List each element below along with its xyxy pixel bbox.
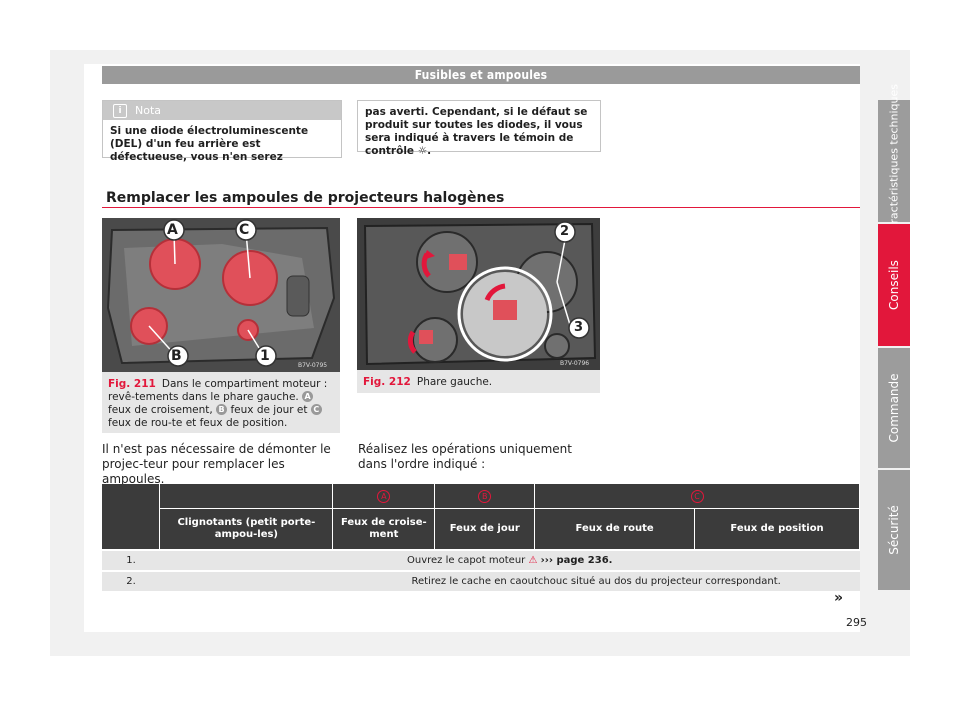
page-number: 295 [846, 616, 867, 629]
image-code: B7V-0795 [298, 362, 328, 369]
side-tab-technical[interactable]: Caractéristiques techniques [878, 84, 910, 238]
body-paragraph-right: Réalisez les opérations uniquement dans … [358, 442, 572, 471]
body-paragraph-left: Il n'est pas nécessaire de démonter le p… [102, 442, 331, 486]
operations-table: A B C Clignotants (petit porte-ampou-les… [102, 484, 860, 591]
table-header-letters: A B C [102, 484, 860, 550]
callout-label-c: C [239, 222, 250, 238]
caption-text: feux de rou-te et feux de position. [108, 417, 288, 429]
table-corner-cell [102, 484, 161, 550]
callout-label-2: 2 [560, 224, 570, 239]
caption-text: Phare gauche. [416, 376, 493, 388]
headlight-bulb-photo: 2 3 B7V-0796 [357, 218, 600, 370]
callout-badge-a: A [302, 391, 314, 402]
column-header: Clignotants (petit porte-ampou-les) [159, 508, 334, 550]
table-row: 1. Ouvrez le capot moteur ⚠ ››› page 236… [102, 549, 860, 571]
headlight-illustration [102, 218, 340, 372]
note-title: Nota [135, 104, 162, 117]
step-number: 1. [102, 549, 160, 571]
column-group-c: C [690, 489, 704, 503]
headlight-rear-photo: A C B 1 B7V-0795 [102, 218, 340, 372]
note-text: Si une diode électroluminescente (DEL) d… [110, 125, 309, 163]
note-box: i Nota Si une diode électroluminescente … [102, 100, 342, 163]
column-group-a: A [377, 489, 391, 503]
figure-number: Fig. 212 [363, 376, 411, 388]
callout-label-a: A [167, 222, 178, 238]
caption-text: Dans le compartiment moteur : revê-temen… [108, 378, 328, 403]
side-tab-securite[interactable]: Sécurité [878, 470, 910, 590]
page-header: Fusibles et ampoules [102, 66, 860, 84]
column-header: Feux de route [534, 508, 696, 550]
callout-label-b: B [171, 348, 182, 364]
column-header: Feux de croise-ment [332, 508, 436, 550]
continue-arrow-icon: » [834, 590, 844, 606]
caption-text: feux de croisement, [108, 404, 213, 416]
column-header: Feux de jour [434, 508, 536, 550]
side-tab-commande[interactable]: Commande [878, 348, 910, 468]
step-number: 2. [102, 570, 160, 591]
side-tab-conseils[interactable]: Conseils [878, 224, 910, 346]
bulb-illustration [357, 218, 600, 370]
image-code: B7V-0796 [560, 360, 590, 367]
column-header: Feux de position [694, 508, 860, 550]
figure-number: Fig. 211 [108, 378, 156, 390]
warning-icon: ⚠ [528, 555, 538, 566]
note-header: i Nota [103, 101, 341, 120]
table-header-labels: Clignotants (petit porte-ampou-les) Feux… [102, 508, 860, 550]
figure-212-caption: Fig. 212 Phare gauche. [357, 370, 600, 393]
callout-label-1: 1 [260, 348, 270, 364]
page-reference-link[interactable]: ››› page 236. [540, 555, 613, 566]
callout-label-3: 3 [574, 320, 584, 335]
info-icon: i [113, 104, 127, 118]
column-group-b: B [478, 489, 492, 503]
caption-text: feux de jour et [230, 404, 308, 416]
note-continuation: pas averti. Cependant, si le défaut se p… [357, 100, 601, 157]
figure-212: 2 3 B7V-0796 Fig. 212 Phare gauche. [357, 218, 600, 393]
step-text: Retirez le cache en caoutchouc situé au … [332, 570, 860, 591]
note-continuation-text: pas averti. Cependant, si le défaut se p… [365, 106, 588, 157]
section-divider [102, 207, 860, 208]
step-text: Ouvrez le capot moteur ⚠ ››› page 236. [159, 549, 860, 571]
callout-badge-b: B [216, 404, 228, 415]
section-title: Remplacer les ampoules de projecteurs ha… [106, 190, 505, 206]
table-row: 2. Retirez le cache en caoutchouc situé … [102, 570, 860, 591]
callout-badge-c: C [310, 404, 322, 415]
